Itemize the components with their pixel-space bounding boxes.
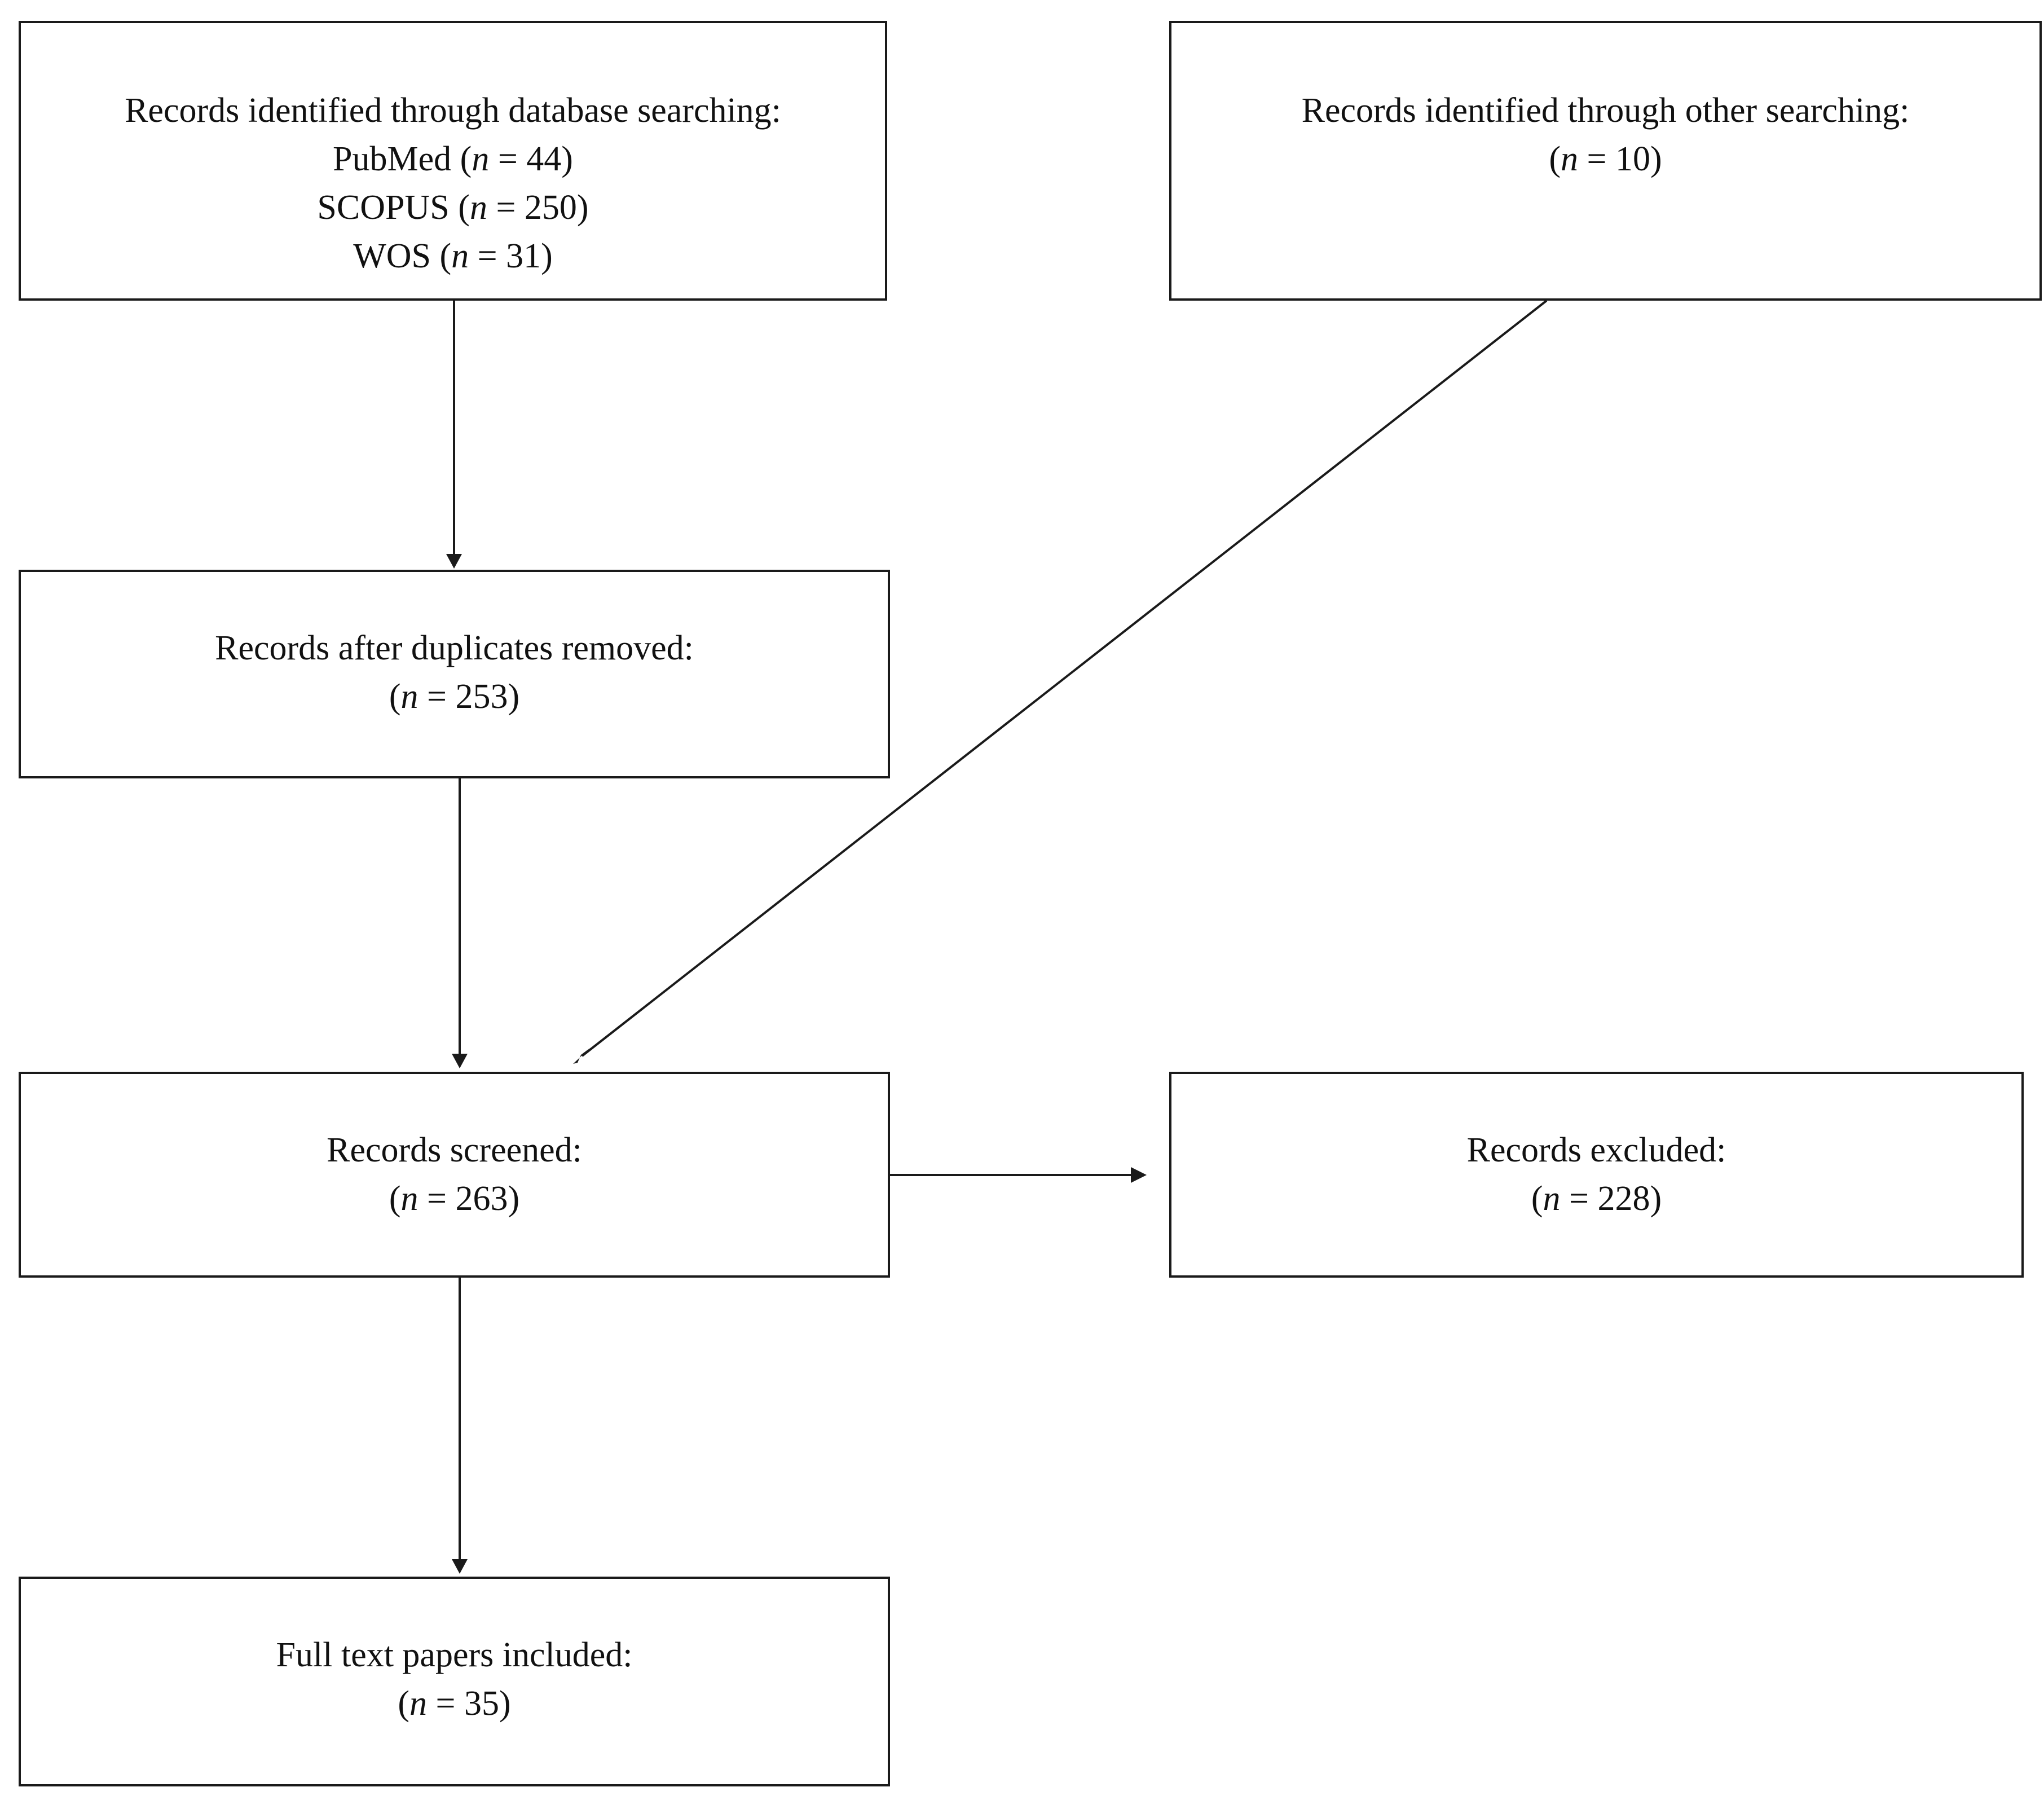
arrowhead-dedup-to-screened xyxy=(452,1054,468,1068)
source-pubmed: PubMed (n = 44) xyxy=(333,140,573,178)
records-excluded-count-line: (n = 228) xyxy=(1531,1179,1662,1218)
other-search-count: 10 xyxy=(1615,140,1650,178)
duplicates-removed-box: Records after duplicates removed: (n = 2… xyxy=(19,570,890,778)
duplicates-removed-count: 253 xyxy=(455,677,508,716)
source-count: 31 xyxy=(506,237,541,275)
arrowhead-screened-to-excluded xyxy=(1131,1167,1147,1183)
records-screened-count: 263 xyxy=(455,1179,508,1218)
records-screened-box: Records screened: (n = 263) xyxy=(19,1072,890,1278)
arrowhead-db-to-dedup xyxy=(446,554,462,569)
other-search-count-line: (n = 10) xyxy=(1549,140,1662,178)
source-name: PubMed xyxy=(333,140,452,178)
source-scopus: SCOPUS (n = 250) xyxy=(317,188,589,227)
records-excluded-count: 228 xyxy=(1597,1179,1650,1218)
database-search-title: Records identified through database sear… xyxy=(125,91,781,130)
source-name: SCOPUS xyxy=(317,188,450,227)
arrowhead-other-to-screened xyxy=(573,1048,590,1064)
other-search-title: Records identified through other searchi… xyxy=(1301,91,1910,130)
source-wos: WOS (n = 31) xyxy=(353,237,553,275)
full-text-included-count-line: (n = 35) xyxy=(398,1684,511,1723)
records-screened-title: Records screened: xyxy=(327,1131,582,1169)
records-screened-count-line: (n = 263) xyxy=(389,1179,520,1218)
source-count: 44 xyxy=(526,140,562,178)
records-excluded-title: Records excluded: xyxy=(1466,1131,1726,1169)
database-search-box: Records identified through database sear… xyxy=(19,21,887,301)
duplicates-removed-title: Records after duplicates removed: xyxy=(215,629,694,667)
duplicates-removed-count-line: (n = 253) xyxy=(389,677,520,716)
source-count: 250 xyxy=(524,188,577,227)
source-name: WOS xyxy=(353,237,431,275)
full-text-included-count: 35 xyxy=(464,1684,499,1723)
full-text-included-title: Full text papers included: xyxy=(276,1636,633,1674)
records-excluded-box: Records excluded: (n = 228) xyxy=(1169,1072,2024,1278)
other-search-box: Records identified through other searchi… xyxy=(1169,21,2042,301)
arrowhead-screened-to-included xyxy=(452,1559,468,1574)
full-text-included-box: Full text papers included: (n = 35) xyxy=(19,1577,890,1786)
arrow-other-to-screened xyxy=(581,300,1548,1057)
